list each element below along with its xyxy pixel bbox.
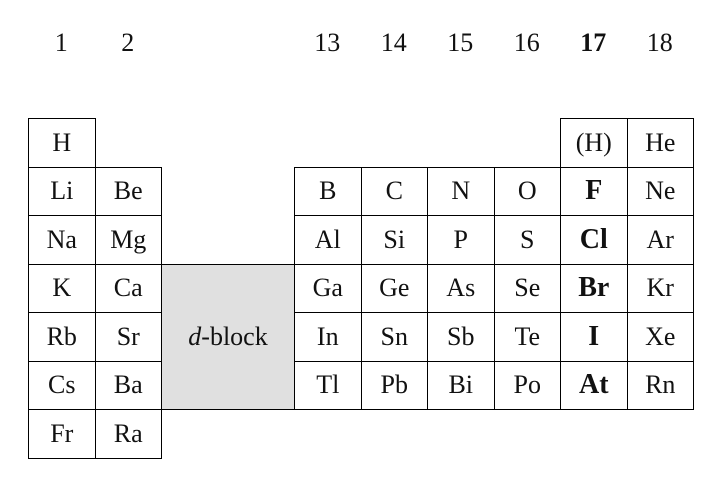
element-cell-ba: Ba xyxy=(94,360,162,410)
element-cell-as: As xyxy=(427,263,495,313)
element-cell-c: C xyxy=(360,166,428,216)
element-cell-he: He xyxy=(626,118,694,168)
element-cell-ca: Ca xyxy=(94,263,162,313)
element-cell-br: Br xyxy=(560,263,628,313)
element-cell-mg: Mg xyxy=(94,215,162,265)
d-block-label: -block xyxy=(201,321,268,351)
element-cell-cs: Cs xyxy=(28,360,96,410)
element-cell-sr: Sr xyxy=(94,312,162,362)
element-cell-sn: Sn xyxy=(360,312,428,362)
element-cell-h-paren: (H) xyxy=(560,118,628,168)
element-cell-b: B xyxy=(294,166,362,216)
element-cell-xe: Xe xyxy=(626,312,694,362)
element-cell-ar: Ar xyxy=(626,215,694,265)
element-cell-h: H xyxy=(28,118,96,168)
element-cell-ra: Ra xyxy=(94,409,162,459)
element-cell-bi: Bi xyxy=(427,360,495,410)
group-label-17: 17 xyxy=(580,28,607,57)
group-label-16: 16 xyxy=(513,28,540,57)
element-cell-f: F xyxy=(560,166,628,216)
element-cell-rb: Rb xyxy=(28,312,96,362)
group-label-2: 2 xyxy=(121,28,135,57)
element-cell-rn: Rn xyxy=(626,360,694,410)
d-block: d-block xyxy=(161,263,295,410)
element-cell-sb: Sb xyxy=(427,312,495,362)
element-cell-pb: Pb xyxy=(360,360,428,410)
element-cell-at: At xyxy=(560,360,628,410)
element-cell-cl: Cl xyxy=(560,215,628,265)
element-cell-k: K xyxy=(28,263,96,313)
element-cell-p: P xyxy=(427,215,495,265)
element-cell-kr: Kr xyxy=(626,263,694,313)
element-cell-in: In xyxy=(294,312,362,362)
element-cell-al: Al xyxy=(294,215,362,265)
element-cell-ne: Ne xyxy=(626,166,694,216)
element-cell-s: S xyxy=(493,215,561,265)
element-cell-na: Na xyxy=(28,215,96,265)
element-cell-po: Po xyxy=(493,360,561,410)
d-block-italic: d xyxy=(188,321,202,351)
element-cell-ga: Ga xyxy=(294,263,362,313)
element-cell-tl: Tl xyxy=(294,360,362,410)
group-label-15: 15 xyxy=(447,28,474,57)
element-cell-n: N xyxy=(427,166,495,216)
element-cell-be: Be xyxy=(94,166,162,216)
element-cell-si: Si xyxy=(360,215,428,265)
element-cell-i: I xyxy=(560,312,628,362)
group-label-1: 1 xyxy=(54,28,68,57)
element-cell-te: Te xyxy=(493,312,561,362)
group-label-13: 13 xyxy=(314,28,341,57)
group-label-18: 18 xyxy=(646,28,673,57)
element-cell-fr: Fr xyxy=(28,409,96,459)
element-cell-ge: Ge xyxy=(360,263,428,313)
element-cell-o: O xyxy=(493,166,561,216)
element-cell-li: Li xyxy=(28,166,96,216)
element-cell-se: Se xyxy=(493,263,561,313)
group-label-14: 14 xyxy=(380,28,407,57)
